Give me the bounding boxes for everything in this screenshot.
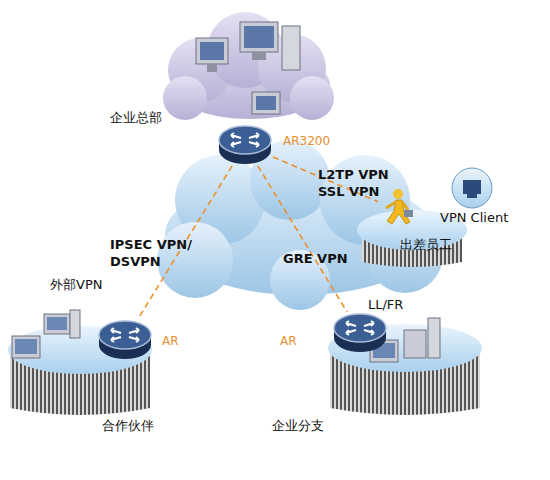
computer-icon: [282, 26, 300, 70]
site-label: 合作伙伴: [102, 418, 154, 433]
internet-cloud: [157, 222, 233, 298]
site-label: 企业分支: [272, 418, 324, 433]
traveler-icon: [378, 188, 412, 230]
router-icon: [332, 312, 388, 354]
router-node: 外部VPNAR合作伙伴: [97, 319, 153, 361]
vpn-client-icon: [463, 180, 481, 194]
device-label: AR: [162, 334, 179, 349]
site-label: LL/FR: [368, 297, 403, 312]
computer-icon: [196, 22, 300, 114]
branch-site-platform: [428, 318, 440, 358]
protocol-label: L2TP VPN SSL VPN: [318, 166, 396, 200]
router-arrow: [231, 133, 241, 138]
branch-site-platform: [404, 330, 426, 358]
partner-site-platform: [8, 310, 152, 415]
router-arrow: [111, 337, 121, 342]
vpn-client-icon: [452, 168, 492, 208]
router-arrow: [346, 330, 356, 335]
router-icon: [217, 124, 273, 166]
partner-site-platform: [12, 336, 40, 358]
router-arrow: [249, 133, 259, 138]
protocol-label: GRE VPN: [283, 250, 363, 267]
computer-icon: [256, 96, 276, 110]
traveler-node: VPN Client出差员工: [378, 188, 412, 230]
router-arrow: [111, 328, 121, 333]
router-arrow: [364, 330, 374, 335]
router-arrow: [231, 142, 241, 147]
router-node: LL/FRAR企业分支: [332, 312, 388, 354]
site-label: 外部VPN: [50, 277, 102, 292]
partner-site-platform: [15, 339, 37, 354]
computer-icon: [240, 22, 278, 52]
vpn-client-icon: [452, 168, 492, 208]
partner-site-platform: [70, 310, 80, 338]
computer-icon: [252, 92, 280, 114]
branch-site-platform: [328, 324, 482, 372]
hq-cloud: [163, 12, 334, 120]
computer-icon: [244, 26, 274, 48]
router-arrow: [129, 328, 139, 333]
partner-site-platform: [47, 317, 67, 330]
router-node: AR3200企业总部: [217, 124, 273, 166]
partner-site-platform: [44, 314, 70, 334]
device-label: AR3200: [283, 134, 330, 149]
computer-icon: [200, 42, 224, 60]
site-label: 企业总部: [110, 110, 162, 125]
router-arrow: [129, 337, 139, 342]
router-arrow: [249, 142, 259, 147]
site-label: 出差员工: [400, 237, 452, 252]
router-arrow: [346, 321, 356, 326]
router-top: [219, 126, 271, 154]
router-arrow: [364, 321, 374, 326]
router-top: [334, 314, 386, 342]
computer-icon: [207, 64, 217, 72]
vpn-client-icon: [467, 194, 477, 198]
computer-icon: [196, 38, 228, 64]
router-top: [99, 321, 151, 349]
device-label: AR: [280, 334, 297, 349]
router-icon: [97, 319, 153, 361]
person-head: [393, 189, 403, 199]
hq-cloud: [163, 76, 207, 120]
site-label: VPN Client: [440, 210, 508, 225]
briefcase: [404, 210, 413, 217]
person-arm: [386, 202, 408, 210]
protocol-label: IPSEC VPN/ DSVPN: [110, 236, 205, 270]
hq-cloud: [290, 76, 334, 120]
computer-icon: [252, 52, 266, 60]
